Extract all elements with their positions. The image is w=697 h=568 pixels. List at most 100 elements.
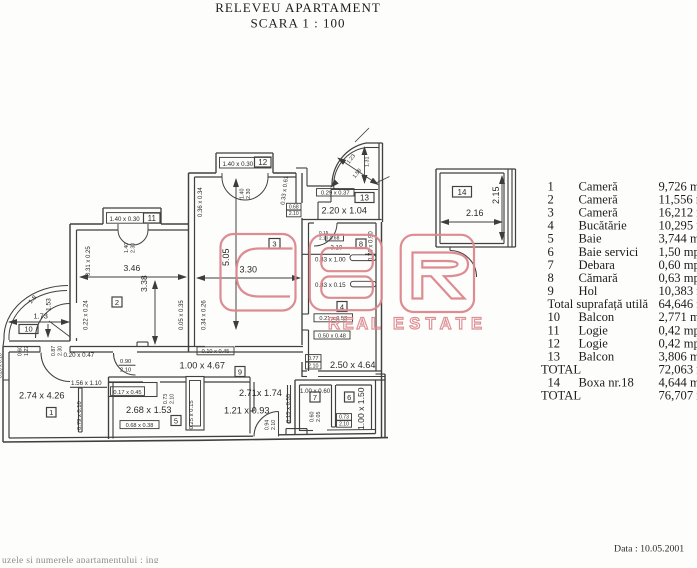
svg-text:0.31 x 0.25: 0.31 x 0.25: [86, 246, 92, 276]
svg-text:5: 5: [548, 232, 554, 246]
svg-text:0.26 x 0.10: 0.26 x 0.10: [0, 353, 4, 378]
svg-text:0.60: 0.60: [310, 412, 316, 423]
svg-text:6: 6: [347, 393, 351, 402]
svg-text:1: 1: [49, 408, 53, 417]
svg-text:Logie: Logie: [579, 336, 609, 350]
svg-text:2.10: 2.10: [170, 394, 176, 404]
svg-text:0,42 mp: 0,42 mp: [659, 336, 697, 350]
svg-text:Logie: Logie: [579, 323, 609, 337]
svg-text:Debara: Debara: [579, 258, 616, 272]
svg-text:1,50 mp: 1,50 mp: [659, 245, 697, 259]
svg-text:4: 4: [548, 219, 555, 233]
svg-text:9: 9: [548, 284, 554, 298]
svg-text:11,556 mp: 11,556 mp: [659, 193, 697, 207]
svg-text:Data : 10.05.2001: Data : 10.05.2001: [614, 544, 684, 555]
svg-text:0.10 x 0.45: 0.10 x 0.45: [202, 349, 230, 355]
svg-text:4,644 mp: 4,644 mp: [659, 376, 697, 390]
svg-text:2.05: 2.05: [316, 412, 322, 423]
svg-text:12: 12: [548, 336, 561, 350]
svg-text:3: 3: [272, 240, 276, 249]
svg-text:11: 11: [548, 323, 560, 337]
svg-text:0.29 x 0.37: 0.29 x 0.37: [321, 190, 350, 196]
svg-text:2.10: 2.10: [289, 211, 299, 217]
svg-text:1.40 x 0.30: 1.40 x 0.30: [110, 216, 141, 223]
svg-text:Baie: Baie: [579, 232, 602, 246]
svg-text:16,212 mp: 16,212 mp: [659, 206, 697, 220]
svg-text:12: 12: [258, 158, 267, 167]
svg-text:3.30: 3.30: [240, 265, 258, 275]
svg-text:0.68: 0.68: [289, 204, 299, 210]
svg-text:0.83 x 1.00: 0.83 x 1.00: [315, 256, 346, 263]
svg-text:1.22: 1.22: [24, 346, 30, 356]
svg-text:13: 13: [548, 349, 561, 363]
svg-text:1.00 x 1.50: 1.00 x 1.50: [356, 387, 366, 430]
svg-text:2.50 x 4.64: 2.50 x 4.64: [330, 360, 375, 370]
svg-text:uzele și numerele apartamentul: uzele și numerele apartamentului ; ing: [2, 556, 159, 563]
svg-text:72,063 mp: 72,063 mp: [659, 363, 697, 377]
svg-text:Hol: Hol: [579, 284, 598, 298]
svg-text:Boxa nr.18: Boxa nr.18: [579, 376, 634, 390]
svg-text:0.68 x 0.38: 0.68 x 0.38: [126, 423, 154, 429]
svg-text:1.56 x 1.10: 1.56 x 1.10: [71, 380, 102, 387]
svg-text:76,707 mp: 76,707 mp: [659, 389, 697, 403]
svg-text:0.73: 0.73: [339, 415, 349, 421]
svg-text:0.77: 0.77: [308, 356, 319, 362]
svg-text:0.90: 0.90: [120, 359, 131, 365]
svg-text:1.40: 1.40: [124, 243, 130, 253]
svg-text:2.68 x 1.53: 2.68 x 1.53: [126, 405, 171, 415]
svg-text:2.10: 2.10: [271, 420, 277, 430]
svg-text:0.25 x 0.15: 0.25 x 0.15: [189, 400, 195, 430]
svg-text:10: 10: [24, 325, 32, 334]
svg-text:0.83 x 0.15: 0.83 x 0.15: [315, 282, 346, 289]
svg-text:2.30: 2.30: [246, 189, 252, 200]
svg-text:0.34 x 0.26: 0.34 x 0.26: [202, 300, 208, 330]
svg-text:Cămară: Cămară: [579, 271, 619, 285]
svg-text:Baie servici: Baie servici: [579, 245, 639, 259]
svg-text:3.46: 3.46: [124, 263, 141, 273]
svg-text:REAL: REAL: [328, 315, 385, 333]
svg-text:3,806 mp: 3,806 mp: [659, 349, 697, 363]
svg-text:1.53: 1.53: [45, 298, 52, 311]
svg-text:9,726 mp: 9,726 mp: [659, 179, 697, 193]
svg-text:1.21 x 0.93: 1.21 x 0.93: [224, 406, 269, 416]
svg-text:TOTAL: TOTAL: [541, 389, 581, 403]
svg-text:0.68: 0.68: [330, 235, 340, 241]
svg-text:3,744 mp: 3,744 mp: [659, 232, 697, 246]
svg-text:2.71x 1.74: 2.71x 1.74: [239, 388, 282, 398]
svg-text:0.20 x 0.47: 0.20 x 0.47: [64, 352, 95, 359]
svg-text:11: 11: [148, 214, 157, 223]
svg-text:Cameră: Cameră: [579, 179, 619, 193]
svg-text:Balcon: Balcon: [579, 310, 615, 324]
svg-text:7: 7: [548, 258, 554, 272]
svg-text:0.60: 0.60: [18, 346, 24, 356]
svg-text:3.38: 3.38: [139, 275, 149, 292]
svg-text:0.94: 0.94: [265, 420, 271, 430]
svg-text:0,42 mp: 0,42 mp: [659, 323, 697, 337]
svg-text:10,383 mp: 10,383 mp: [659, 284, 697, 298]
svg-text:0,60 mp: 0,60 mp: [659, 258, 697, 272]
svg-text:10,295 mp: 10,295 mp: [659, 219, 697, 233]
svg-text:0.22 x 0.24: 0.22 x 0.24: [84, 300, 90, 330]
svg-text:0.05 x 0.35: 0.05 x 0.35: [179, 300, 185, 330]
svg-text:SCARA 1 : 100: SCARA 1 : 100: [251, 16, 346, 31]
svg-text:13: 13: [360, 194, 369, 203]
svg-text:2.15: 2.15: [491, 186, 501, 204]
svg-text:10: 10: [548, 310, 561, 324]
svg-text:5.05: 5.05: [221, 248, 231, 266]
svg-text:Cameră: Cameră: [579, 193, 619, 207]
svg-text:ESTATE: ESTATE: [393, 315, 486, 333]
svg-text:TOTAL: TOTAL: [541, 363, 581, 377]
svg-text:2.10: 2.10: [120, 368, 131, 374]
svg-text:5: 5: [174, 417, 178, 426]
svg-text:8: 8: [548, 271, 554, 285]
svg-text:6: 6: [548, 245, 554, 259]
svg-text:2.74 x 4.26: 2.74 x 4.26: [19, 391, 64, 401]
svg-text:2.10: 2.10: [339, 422, 349, 428]
svg-text:2,771 mp: 2,771 mp: [659, 310, 697, 324]
svg-text:0.50 x 0.48: 0.50 x 0.48: [318, 333, 346, 339]
svg-text:RELEVEU APARTAMENT: RELEVEU APARTAMENT: [215, 0, 381, 15]
svg-text:1.00 x 4.67: 1.00 x 4.67: [180, 361, 225, 371]
svg-text:1.31: 1.31: [365, 157, 371, 168]
svg-text:Bucătărie: Bucătărie: [579, 219, 628, 233]
svg-text:1: 1: [548, 179, 554, 193]
